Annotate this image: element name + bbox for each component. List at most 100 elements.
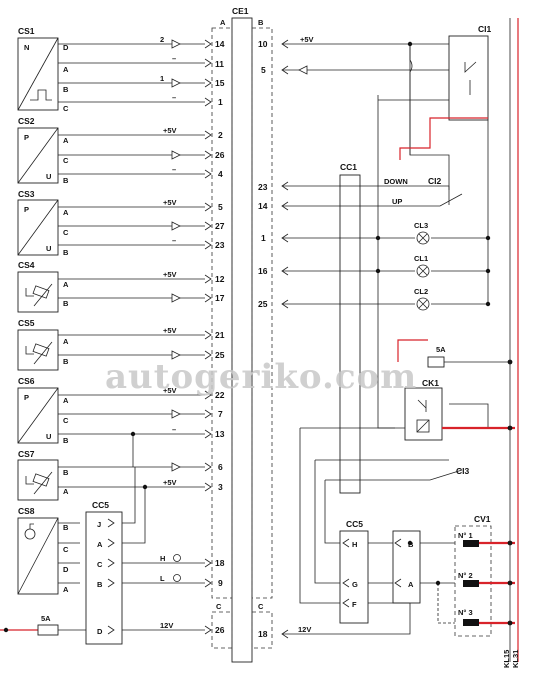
cs6-letter-u: U (46, 432, 51, 441)
left-pin-11: 11 (215, 59, 224, 69)
ce1-c-right-outline (251, 611, 273, 649)
right-pin-1: 1 (261, 233, 266, 243)
left-pin-27: 27 (215, 221, 225, 231)
injector-1-icon (463, 540, 479, 547)
cs3-diagonal (17, 199, 59, 256)
cv1-output-3: N° 3 (458, 608, 473, 617)
ce1-side-b: B (258, 18, 264, 27)
right-label-12v: 12V (298, 625, 311, 634)
cs7-variable-resistor-icon (25, 471, 53, 495)
wire-label-plus5v: +5V (163, 326, 177, 335)
right-pin-23: 23 (258, 182, 268, 192)
ck1-box (404, 387, 443, 441)
cs1-diagonal (17, 37, 59, 111)
left-pin-numbers: 14 11 15 1 2 26 4 5 27 23 12 17 21 25 22… (215, 39, 225, 635)
cv1-output-2: N° 2 (458, 571, 473, 580)
l-sensor-icon (173, 574, 181, 582)
cs7-box (17, 459, 59, 501)
mid-connector-pin-b: B (408, 540, 414, 549)
fuse-top-red-wire (397, 339, 428, 362)
wire-label-2: 2 (160, 35, 164, 44)
cs8-pin-c: C (63, 545, 69, 554)
injector-2-icon (463, 580, 479, 587)
cs4-title: CS4 (18, 260, 35, 270)
cs1-letter: N (24, 43, 29, 52)
cs6-pin-b: B (63, 436, 69, 445)
cv1-box (454, 525, 492, 637)
wire-label-plus5v: +5V (163, 478, 177, 487)
lamp-cl3-label: CL3 (414, 221, 428, 230)
wire-label-minus: – (172, 165, 176, 174)
cs1-pulse-icon (30, 89, 52, 101)
left-pin-18: 18 (215, 558, 225, 568)
left-pin-6: 6 (218, 462, 223, 472)
cs8-sensor-icon (24, 523, 36, 540)
cs1-title: CS1 (18, 26, 35, 36)
right-label-down: DOWN (384, 177, 408, 186)
left-wires (58, 43, 205, 631)
ci1-title: CI1 (478, 24, 492, 34)
cs8-diagonal (17, 517, 59, 595)
left-pin-23: 23 (215, 240, 225, 250)
right-dots (375, 41, 491, 586)
lamp-cl3-icon (416, 231, 430, 245)
left-pin-17: 17 (215, 293, 225, 303)
lamp-cl1-icon (416, 264, 430, 278)
right-pin-25: 25 (258, 299, 268, 309)
fuse-bottom (37, 624, 59, 636)
cc5-right-pin-f: F (352, 600, 357, 609)
wire-label-plus5v: +5V (163, 386, 177, 395)
cs7-title: CS7 (18, 449, 35, 459)
cc5-left-title: CC5 (92, 500, 109, 510)
wire-label-h: H (160, 554, 165, 563)
cc5-left-box (85, 511, 123, 645)
cs6-title: CS6 (18, 376, 35, 386)
right-arrows (281, 39, 308, 639)
cs6-pin-c: C (63, 416, 69, 425)
cs7-pin-b: B (63, 468, 69, 477)
fuse-top-label: 5A (436, 345, 446, 354)
ce1-c-left-outline (211, 611, 233, 649)
wire-label-12v: 12V (160, 621, 173, 630)
cs3-box (17, 199, 59, 256)
cs1-pin-d: D (63, 43, 69, 52)
left-pin-9: 9 (218, 578, 223, 588)
injector-3-icon (463, 619, 479, 626)
right-label-up: UP (392, 197, 402, 206)
ci3-title: CI3 (456, 466, 470, 476)
left-pin-1: 1 (218, 97, 223, 107)
cs2-title: CS2 (18, 116, 35, 126)
ce1-right-dashed-outline (251, 27, 273, 599)
right-pin-numbers: 10 5 23 14 1 16 25 18 (258, 39, 268, 639)
cc5-right-box (339, 530, 369, 624)
cc5-right-title: CC5 (346, 519, 363, 529)
left-arrows (171, 39, 212, 635)
right-pin-5: 5 (261, 65, 266, 75)
wire-label-plus5v: +5V (163, 270, 177, 279)
ci2-title: CI2 (428, 176, 442, 186)
cs4-pin-b: B (63, 299, 69, 308)
ce1-side-c-right: C (258, 602, 264, 611)
wire-label-1: 1 (160, 74, 164, 83)
cv1-output-1: N° 1 (458, 531, 473, 540)
ce1-body (231, 17, 253, 663)
cs5-pin-b: B (63, 357, 69, 366)
cs4-variable-resistor-icon (25, 283, 53, 307)
left-pin-3: 3 (218, 482, 223, 492)
ce1-side-a: A (220, 18, 226, 27)
cs1-pin-a: A (63, 65, 69, 74)
fuse-top (427, 356, 445, 368)
left-pin-12: 12 (215, 274, 225, 284)
left-pin-15: 15 (215, 78, 225, 88)
left-pin-2: 2 (218, 130, 223, 140)
ci1-box (448, 35, 489, 121)
ci1-switch-icon (464, 61, 477, 95)
cs5-title: CS5 (18, 318, 35, 328)
cs3-title: CS3 (18, 189, 35, 199)
cs3-pin-b: B (63, 248, 69, 257)
fuse-bottom-label: 5A (41, 614, 51, 623)
cc5-right-pin-g: G (352, 580, 358, 589)
cc1-box (339, 174, 361, 494)
left-pin-26-c: 26 (215, 625, 225, 635)
